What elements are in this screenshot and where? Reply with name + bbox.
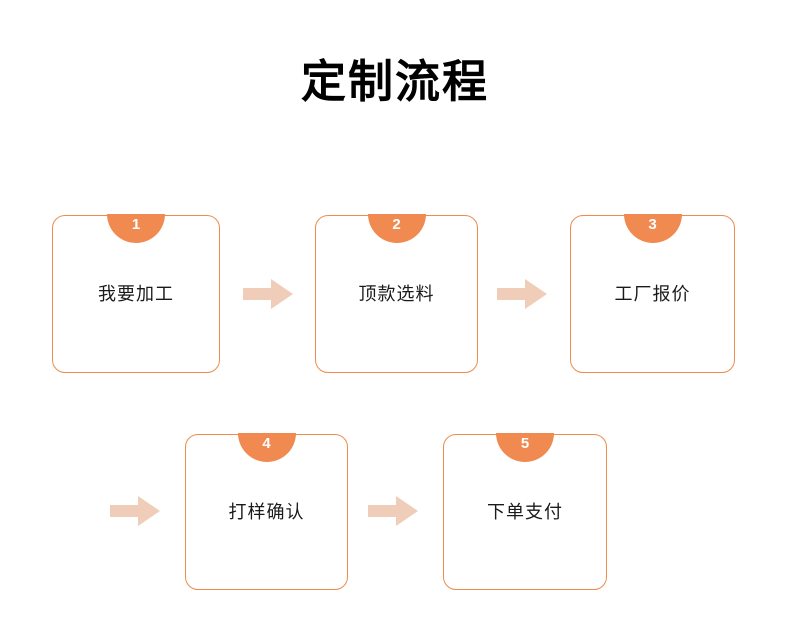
flow-row-1: 1 我要加工 2 顶款选料 3 工厂报价 xyxy=(0,214,790,390)
step-card-2[interactable]: 2 顶款选料 xyxy=(315,214,478,373)
step-card-5[interactable]: 5 下单支付 xyxy=(443,433,607,590)
step-label-4: 打样确认 xyxy=(228,502,305,522)
step-number-5: 5 xyxy=(520,435,530,453)
step-card-4[interactable]: 4 打样确认 xyxy=(185,433,348,590)
step-label-1: 我要加工 xyxy=(98,284,174,304)
step-number-4: 4 xyxy=(262,435,271,453)
arrow-step4-to-step5-icon xyxy=(368,494,418,528)
step-number-badge-4: 4 xyxy=(237,433,296,463)
step-number-badge-5: 5 xyxy=(496,433,554,463)
step-card-1[interactable]: 1 我要加工 xyxy=(52,214,220,373)
step-number-badge-2: 2 xyxy=(367,214,426,244)
arrow-step1-to-step2-icon xyxy=(243,277,293,311)
step-number-badge-1: 1 xyxy=(107,214,165,244)
step-number-badge-3: 3 xyxy=(623,214,682,244)
step-label-5: 下单支付 xyxy=(487,502,563,522)
arrow-wrap-to-step4-icon xyxy=(110,494,160,528)
step-number-3: 3 xyxy=(648,216,657,234)
step-number-1: 1 xyxy=(131,216,141,234)
step-label-3: 工厂报价 xyxy=(614,284,691,304)
step-number-2: 2 xyxy=(392,216,401,234)
step-card-3[interactable]: 3 工厂报价 xyxy=(570,214,735,373)
arrow-step2-to-step3-icon xyxy=(497,277,547,311)
step-label-2: 顶款选料 xyxy=(358,284,435,304)
page-title: 定制流程 xyxy=(300,56,489,107)
flow-row-2: 4 打样确认 5 下单支付 xyxy=(0,433,790,609)
